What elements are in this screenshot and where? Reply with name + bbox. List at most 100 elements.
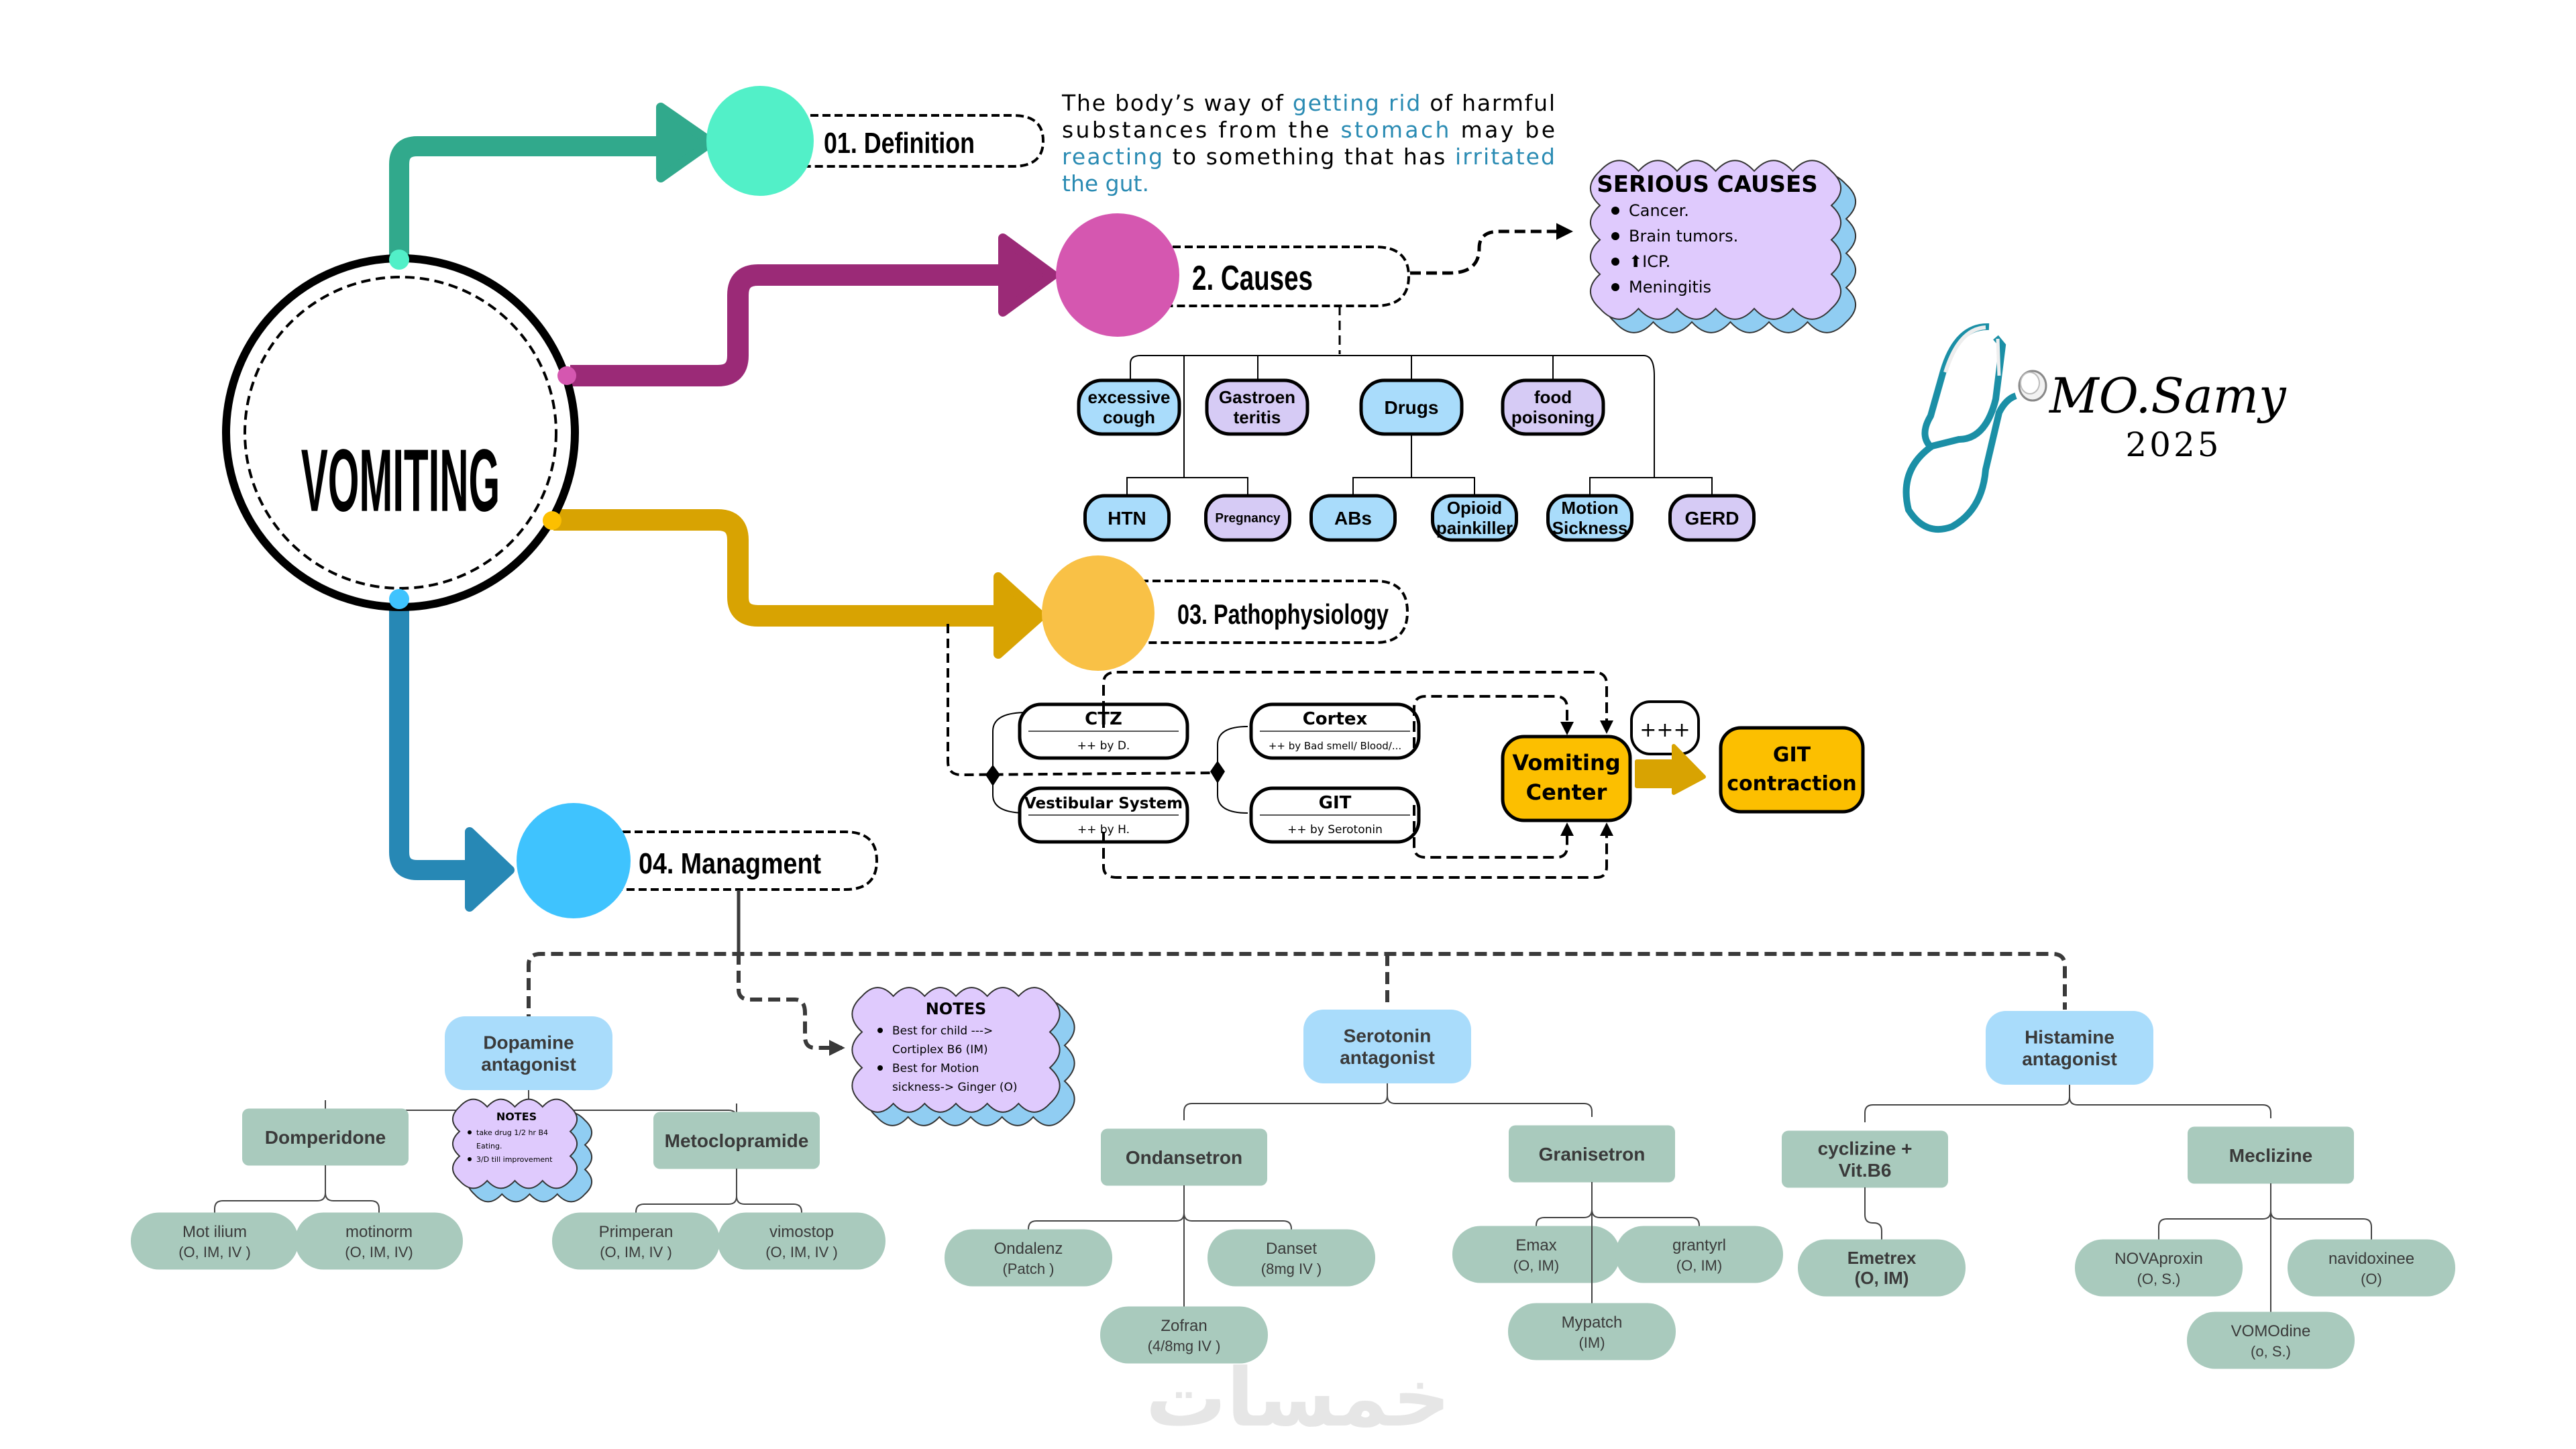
serious-cause-item: Brain tumors. (1629, 227, 1738, 246)
brand-name: motinorm (345, 1223, 413, 1241)
brand-novaproxin[interactable]: NOVAproxin(O, S.) (2075, 1239, 2243, 1297)
node-label: Granisetron (1539, 1144, 1646, 1165)
cause-label: Opioid (1447, 498, 1502, 518)
signature-logo: MO.Samy 2025 (1902, 323, 2287, 533)
cause-node[interactable]: ABs (1309, 494, 1397, 542)
causes-label-box (1161, 246, 1411, 307)
notes-item: Eating. (476, 1142, 502, 1150)
serious-cause-item: Cancer. (1629, 201, 1689, 220)
brand-emetrex[interactable]: Emetrex(O, IM) (1798, 1239, 1966, 1297)
brand-name: Zofran (1161, 1317, 1207, 1335)
cause-label: poisoning (1511, 407, 1595, 427)
drug-meclizine[interactable]: Meclizine (2188, 1126, 2354, 1184)
brand-route: (O) (2361, 1271, 2382, 1287)
patho-flow-connector (947, 624, 1218, 777)
brand-route: (8mg IV ) (1261, 1260, 1322, 1277)
serious-causes-connector (1410, 223, 1573, 275)
notes-title: NOTES (926, 1000, 987, 1018)
management-connector-dot (389, 589, 409, 609)
cause-node[interactable]: GERD (1668, 494, 1756, 542)
definition-arrowhead (656, 103, 716, 182)
brand-emax[interactable]: Emax (O, IM) (1452, 1226, 1620, 1283)
definition-label[interactable]: 01. Definition (824, 127, 975, 160)
drug-ondansetron[interactable]: Ondansetron (1101, 1128, 1267, 1186)
bullet-icon (1611, 258, 1619, 266)
causes-label[interactable]: 2. Causes (1192, 259, 1313, 298)
serious-cause-item: ⬆ICP. (1629, 252, 1670, 271)
receptor-name: Vestibular System (1024, 795, 1183, 812)
brand-zofran[interactable]: Zofran (4/8mg IV ) (1100, 1306, 1268, 1364)
cause-node[interactable]: Drugs (1359, 378, 1464, 436)
receptor-git[interactable]: GIT ++ by Serotonin (1249, 786, 1421, 844)
cause-label: ABs (1334, 508, 1372, 529)
brand-mypatch[interactable]: Mypatch(IM) (1508, 1303, 1676, 1360)
brand-motinorm[interactable]: motinorm (O, IM, IV) (295, 1212, 463, 1270)
node-label: Serotonin (1344, 1026, 1432, 1046)
notes-title: NOTES (496, 1110, 537, 1123)
receptor-name: GIT (1319, 793, 1352, 813)
brand-ondalenz[interactable]: Ondalenz(Patch ) (945, 1229, 1112, 1287)
svg-text:Center: Center (1526, 780, 1607, 805)
cause-node[interactable]: Pregnancy (1204, 494, 1291, 542)
brand-primperan[interactable]: Primperan(O, IM, IV ) (552, 1212, 720, 1270)
receptor-ctz[interactable]: CTZ++ by D. (1018, 702, 1189, 760)
watermark: خمسات (1146, 1352, 1451, 1445)
brand-route: (O, IM) (1513, 1257, 1559, 1274)
notes-item: 3/D till improvement (476, 1155, 553, 1164)
brand-grantyrl[interactable]: grantyrl(O, IM) (1615, 1226, 1783, 1283)
cause-label: Pregnancy (1215, 512, 1281, 526)
node-label: antagonist (481, 1054, 576, 1075)
drug-domperidone[interactable]: Domperidone (242, 1108, 409, 1166)
brand-navidoxinee[interactable]: navidoxinee(O) (2288, 1239, 2455, 1297)
receptor-vestibular-system[interactable]: Vestibular System++ by H. (1018, 786, 1189, 844)
brand-danset[interactable]: Danset(8mg IV ) (1208, 1229, 1375, 1287)
svg-text:contraction: contraction (1727, 772, 1857, 796)
definition-text: The body’s way of getting rid of harmful… (1061, 90, 1555, 197)
drug-granisetron[interactable]: Granisetron (1509, 1125, 1675, 1183)
node-label: antagonist (1340, 1047, 1435, 1068)
causes-circle (1056, 213, 1179, 337)
cloud-shape (451, 1098, 578, 1189)
cloud-shape (851, 987, 1061, 1113)
brand-mot-ilium[interactable]: Mot ilium(O, IM, IV ) (131, 1212, 299, 1270)
brand-vimostop[interactable]: vimostop(O, IM, IV ) (718, 1212, 885, 1270)
svg-text:+++: +++ (1640, 718, 1690, 742)
notes-item: Best for Motion (892, 1062, 979, 1075)
brand-name: Emax (1515, 1236, 1556, 1254)
brand-route: (O, IM, IV ) (178, 1244, 251, 1260)
management-circle (517, 803, 631, 918)
management-label[interactable]: 04. Managment (639, 847, 821, 880)
bullet-icon (877, 1028, 883, 1033)
vomiting-center-node[interactable]: Vomiting Center (1501, 735, 1632, 822)
node-label: Domperidone (265, 1127, 386, 1148)
receptor-detail: ++ by Serotonin (1287, 823, 1383, 837)
drug-cyclizine[interactable]: cyclizine +Vit.B6 (1782, 1130, 1948, 1188)
cause-label: food (1534, 387, 1572, 407)
cause-label: Sickness (1552, 518, 1628, 538)
brand-route: (O, IM, IV) (345, 1244, 413, 1260)
git-contraction-node[interactable]: GIT contraction (1719, 726, 1865, 814)
patho-label[interactable]: 03. Pathophysiology (1177, 598, 1389, 630)
notes-item: Best for child ---> (892, 1024, 993, 1038)
causes-arrowhead (998, 233, 1058, 317)
cause-node[interactable]: HTN (1083, 494, 1171, 542)
central-node[interactable]: VOMITING (222, 250, 579, 611)
brand-route: (4/8mg IV ) (1148, 1338, 1221, 1354)
brand-vomodine[interactable]: VOMOdine(o, S.) (2187, 1311, 2355, 1369)
cause-label: painkiller (1436, 518, 1513, 538)
receptor-boxes: CTZ++ by D. Vestibular System++ by H. Cort… (1018, 702, 1421, 844)
cause-label: GERD (1685, 508, 1739, 529)
branch-arrows (389, 103, 1058, 912)
drug-metoclopramide[interactable]: Metoclopramide (653, 1112, 820, 1169)
cause-label: excessive (1088, 387, 1171, 407)
receptor-cortex[interactable]: Cortex++ by Bad smell/ Blood/... (1249, 702, 1421, 760)
